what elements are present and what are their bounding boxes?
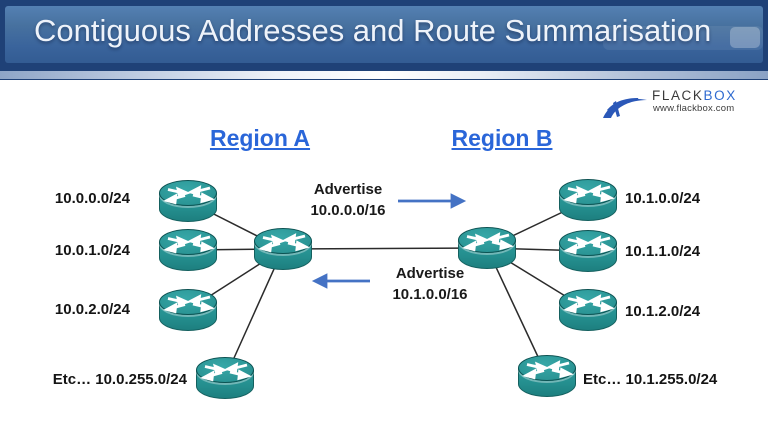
router-region-a-1 (159, 180, 217, 224)
router-region-b-1 (559, 179, 617, 223)
router-region-a-core (254, 228, 312, 272)
advertise-left-line2: 10.1.0.0/16 (392, 286, 468, 303)
advertise-left-line1: Advertise (395, 265, 465, 282)
advertise-right-annotation: Advertise 10.0.0.0/16 (286, 179, 410, 221)
router-region-b-2 (559, 230, 617, 274)
network-label-10-1-1-0: 10.1.1.0/24 (625, 243, 701, 260)
router-icon (458, 227, 516, 253)
region-b-heading: Region B (451, 125, 553, 151)
network-label-10-1-0-0: 10.1.0.0/24 (625, 190, 701, 207)
router-icon (559, 289, 617, 315)
router-region-a-etc (196, 357, 254, 401)
router-icon (196, 357, 254, 383)
router-icon (559, 179, 617, 205)
router-icon (254, 228, 312, 254)
router-icon (559, 230, 617, 256)
title-bar: Contiguous Addresses and Route Summarisa… (0, 0, 768, 80)
wordmark-flack: FLACK (652, 88, 704, 103)
network-label-10-0-0-0: 10.0.0.0/24 (54, 190, 130, 207)
flackbox-swoosh-icon (603, 98, 647, 118)
title-bar-decoration-chip (730, 27, 760, 48)
advertise-right-line2: 10.0.0.0/16 (310, 202, 386, 219)
network-label-10-0-2-0: 10.0.2.0/24 (54, 301, 130, 318)
router-region-b-etc (518, 355, 576, 399)
advertise-left-annotation: Advertise 10.1.0.0/16 (368, 263, 492, 305)
network-label-10-1-255-0-etc: Etc… 10.1.255.0/24 (583, 371, 718, 388)
router-icon (518, 355, 576, 381)
router-icon (159, 180, 217, 206)
region-a-heading: Region A (209, 125, 311, 151)
network-label-10-0-255-0-etc: Etc… 10.0.255.0/24 (52, 371, 187, 388)
router-icon (159, 229, 217, 255)
slide-title: Contiguous Addresses and Route Summarisa… (34, 13, 712, 48)
wordmark-box: BOX (703, 88, 737, 103)
title-bar-decoration-band (603, 26, 763, 50)
flackbox-wordmark: FLACKBOX (652, 88, 737, 103)
network-label-10-1-2-0: 10.1.2.0/24 (625, 303, 701, 320)
router-region-b-3 (559, 289, 617, 333)
flackbox-url: www.flackbox.com (653, 103, 735, 114)
title-bar-panel (5, 6, 763, 63)
router-region-a-2 (159, 229, 217, 273)
router-region-b-core (458, 227, 516, 271)
title-bar-shine-strip (0, 71, 768, 79)
router-region-a-3 (159, 289, 217, 333)
router-icon (159, 289, 217, 315)
flackbox-logo: FLACKBOX www.flackbox.com (602, 88, 757, 120)
advertise-right-line1: Advertise (313, 181, 383, 198)
network-label-10-0-1-0: 10.0.1.0/24 (54, 242, 130, 259)
